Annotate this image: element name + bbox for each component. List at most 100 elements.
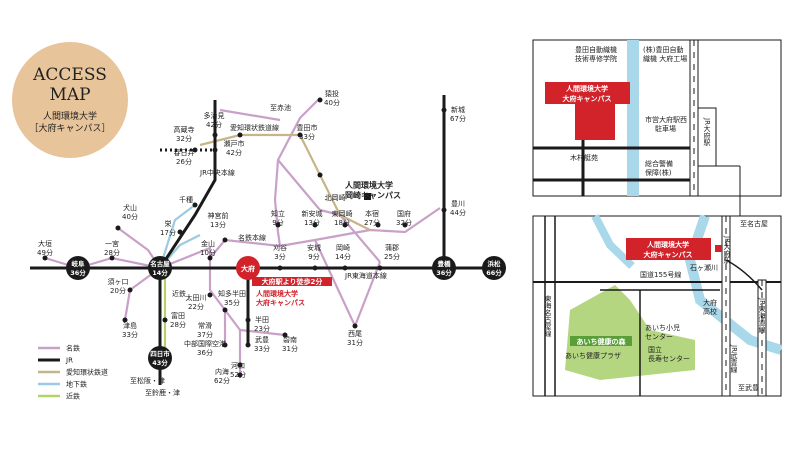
inset1-obu-kojo: 織機 大府工場 <box>643 54 687 63</box>
inset2-park-area <box>565 285 695 380</box>
svg-text:27分: 27分 <box>364 218 380 227</box>
inset2-plaza: あいち健康プラザ <box>565 351 621 360</box>
svg-text:高蔵寺: 高蔵寺 <box>174 125 195 134</box>
svg-text:岡崎: 岡崎 <box>336 243 350 252</box>
svg-text:33分: 33分 <box>254 344 270 353</box>
svg-text:中部国際空港: 中部国際空港 <box>184 339 226 348</box>
hub-nagoya[interactable]: 名古屋 14分 <box>148 256 172 280</box>
label-to-akaike: 至赤池 <box>270 103 291 112</box>
inset1-campus-name2: 大府キャンパス <box>563 94 612 103</box>
svg-text:26分: 26分 <box>176 157 192 166</box>
svg-text:67分: 67分 <box>450 114 466 123</box>
svg-text:62分: 62分 <box>214 376 230 385</box>
svg-text:半田: 半田 <box>255 315 269 324</box>
hub-gifu[interactable]: 岐阜 36分 <box>66 256 90 280</box>
svg-text:多治見: 多治見 <box>204 111 225 120</box>
svg-text:本宿: 本宿 <box>365 209 379 218</box>
svg-text:太田川: 太田川 <box>186 293 207 302</box>
svg-text:14分: 14分 <box>335 252 351 261</box>
inset1-gijutsu: 技術専修学院 <box>575 54 617 63</box>
meitetsu-akaike <box>219 108 281 122</box>
inset1-toyota-shokki: (株)豊田自動 <box>643 45 683 54</box>
inset2-campus-marker[interactable] <box>715 245 722 252</box>
svg-text:31分: 31分 <box>282 344 298 353</box>
svg-text:北岡崎: 北岡崎 <box>325 193 346 202</box>
station-kitaokazaki[interactable]: 北岡崎 <box>325 193 346 202</box>
walk-badge <box>252 277 332 286</box>
svg-text:知多半田: 知多半田 <box>218 289 246 298</box>
meitetsu-tokoname <box>208 258 227 345</box>
svg-text:33分: 33分 <box>299 132 315 141</box>
svg-text:浜松: 浜松 <box>488 259 502 268</box>
svg-text:安城: 安城 <box>307 243 321 252</box>
hub-obu[interactable]: 大府 <box>236 256 260 280</box>
svg-text:名古屋: 名古屋 <box>150 259 170 268</box>
svg-text:富田: 富田 <box>171 311 185 320</box>
inset2-jr-obu: JR大府駅 <box>723 235 731 265</box>
svg-text:17分: 17分 <box>160 228 176 237</box>
svg-text:36分: 36分 <box>70 268 86 277</box>
svg-text:西尾: 西尾 <box>348 330 362 338</box>
svg-text:神宮前: 神宮前 <box>208 211 229 220</box>
station-chikusa[interactable]: 千種 <box>179 195 193 204</box>
svg-text:35分: 35分 <box>224 298 240 307</box>
hub-hamamatsu[interactable]: 浜松 66分 <box>482 256 506 280</box>
svg-text:四日市: 四日市 <box>150 349 170 358</box>
hubs: 岐阜 36分 名古屋 14分 大府 豊橋 36分 浜松 66分 四日市 43分 <box>66 256 506 370</box>
inset1-toyota-jido: 豊田自動織機 <box>575 45 617 54</box>
inset2-campus-name1: 人間環境大学 <box>647 240 689 249</box>
hub-yokkaichi[interactable]: 四日市 43分 <box>148 346 172 370</box>
svg-text:9分: 9分 <box>272 218 283 227</box>
svg-text:新城: 新城 <box>451 105 465 114</box>
label-to-suzuka: 至鈴鹿・津 <box>145 388 180 397</box>
okazaki-name1: 人間環境大学 <box>345 180 393 190</box>
inset2-campus-name2: 大府キャンパス <box>644 250 693 259</box>
svg-text:豊橋: 豊橋 <box>438 259 452 268</box>
svg-text:大垣: 大垣 <box>38 239 52 248</box>
label-aichi-kanjo: 愛知環状鉄道線 <box>230 123 279 132</box>
svg-text:碧南: 碧南 <box>283 335 297 344</box>
inset1-sogo2: 保障(株) <box>645 168 672 177</box>
hub-toyohashi[interactable]: 豊橋 36分 <box>432 256 456 280</box>
svg-text:66分: 66分 <box>486 268 502 277</box>
walk-text: 大府駅より徒歩2分 <box>262 277 323 286</box>
inset2-center1: あいち小児 <box>645 323 680 332</box>
svg-text:刈谷: 刈谷 <box>273 243 287 252</box>
